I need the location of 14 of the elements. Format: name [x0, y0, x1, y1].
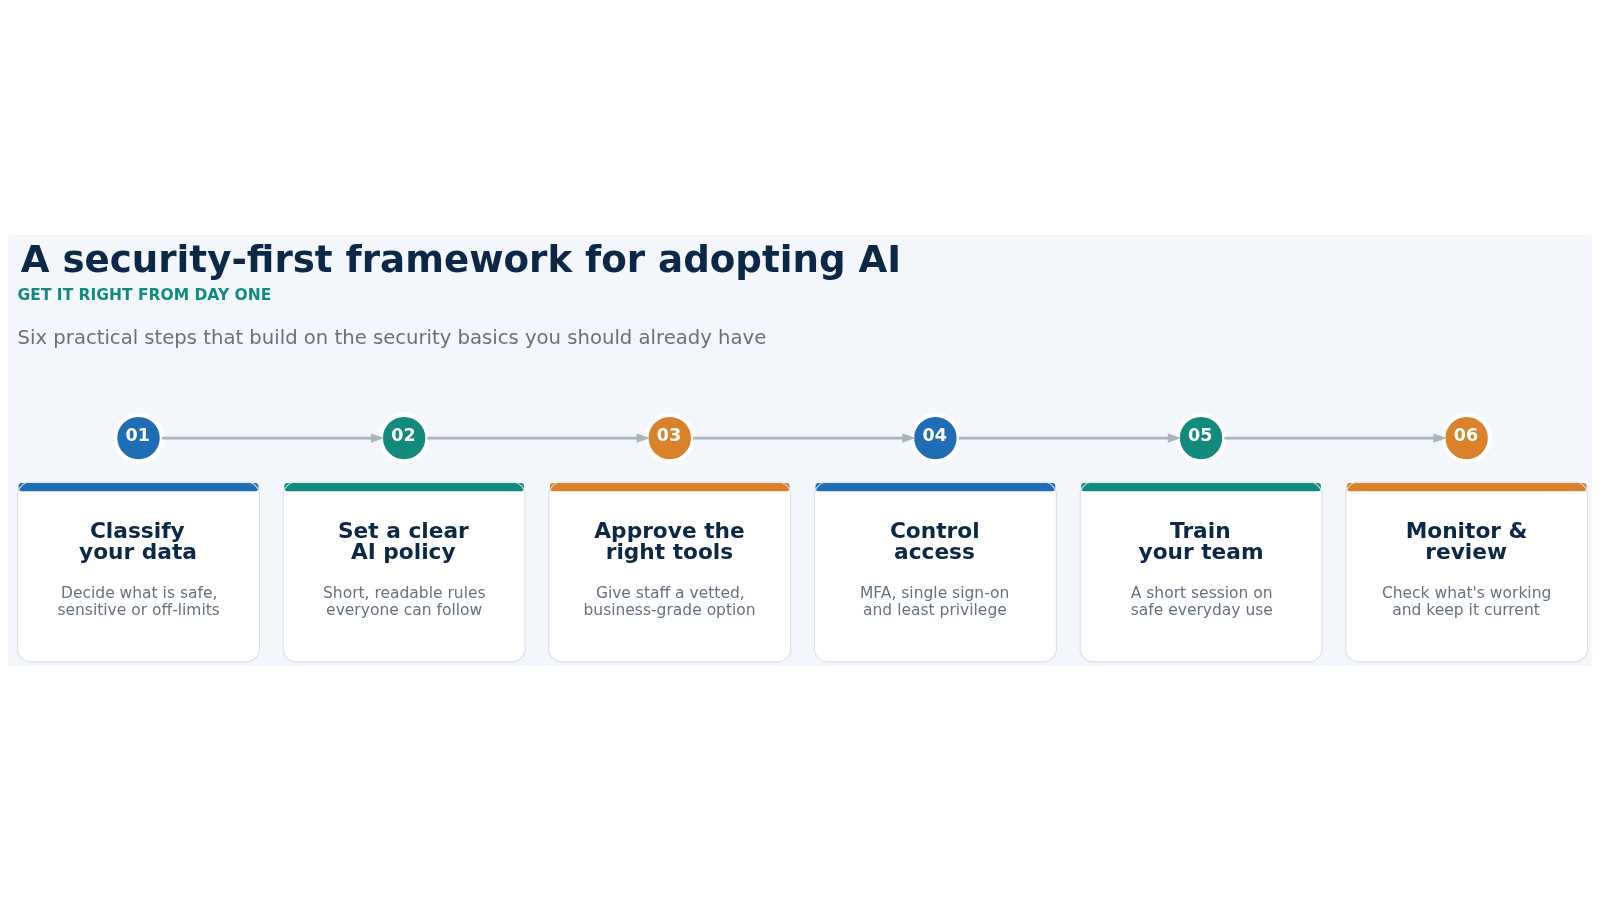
- arrow: [1224, 432, 1447, 443]
- arrow: [427, 432, 651, 443]
- label: GET IT RIGHT FROM DAY ONE: [17, 285, 272, 304]
- node-circle: 02: [378, 412, 430, 463]
- arrow: [161, 432, 385, 443]
- node-circle: 05: [1175, 412, 1227, 463]
- label: Six practical steps that build on the security basics you should already have: [17, 325, 767, 349]
- node-circle: 01: [113, 412, 164, 463]
- node-circle: 06: [1441, 412, 1492, 463]
- diagram-title: A security-first framework for adopting AI: [20, 236, 902, 281]
- arrow: [958, 432, 1182, 443]
- node-circle: 03: [644, 412, 696, 463]
- node-circle: 04: [910, 412, 961, 463]
- arrow: [693, 432, 916, 443]
